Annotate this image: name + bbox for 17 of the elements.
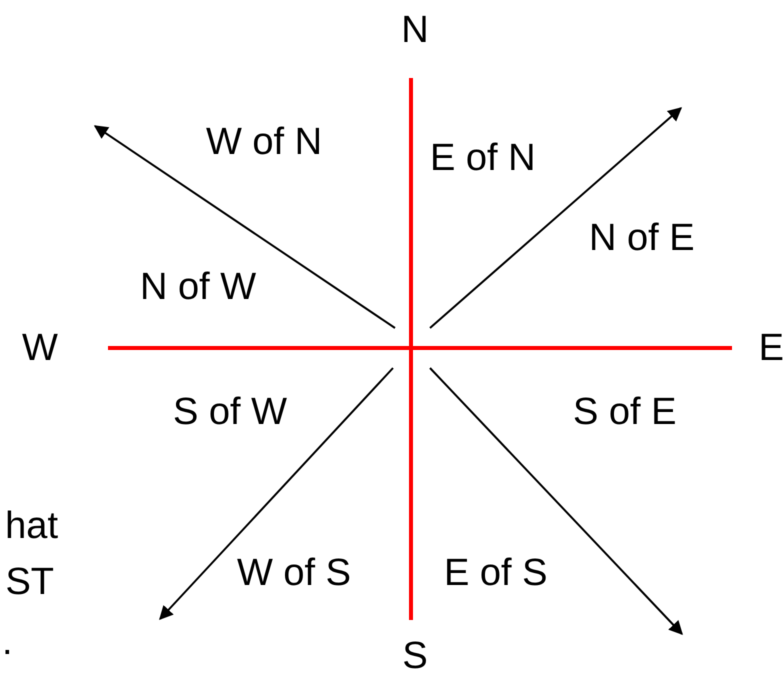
compass-letter: N xyxy=(390,8,440,78)
sector-label: W of N xyxy=(206,120,322,164)
sector-label: S of E xyxy=(573,390,676,434)
compass-letter: W xyxy=(10,326,108,370)
axis-line xyxy=(409,78,413,620)
axis-line xyxy=(108,346,732,350)
compass-letter: E xyxy=(732,326,784,370)
sector-label: N of E xyxy=(589,216,695,260)
compass-letter: S xyxy=(390,620,440,680)
note-text: . xyxy=(2,620,13,664)
sector-label: E of S xyxy=(444,551,548,595)
note-text: hat xyxy=(5,504,58,548)
sector-label: S of W xyxy=(173,390,288,434)
note-text: ST xyxy=(5,560,54,604)
sector-label: W of S xyxy=(237,551,352,595)
sector-label: N of W xyxy=(140,265,256,309)
sector-label: E of N xyxy=(430,136,536,180)
